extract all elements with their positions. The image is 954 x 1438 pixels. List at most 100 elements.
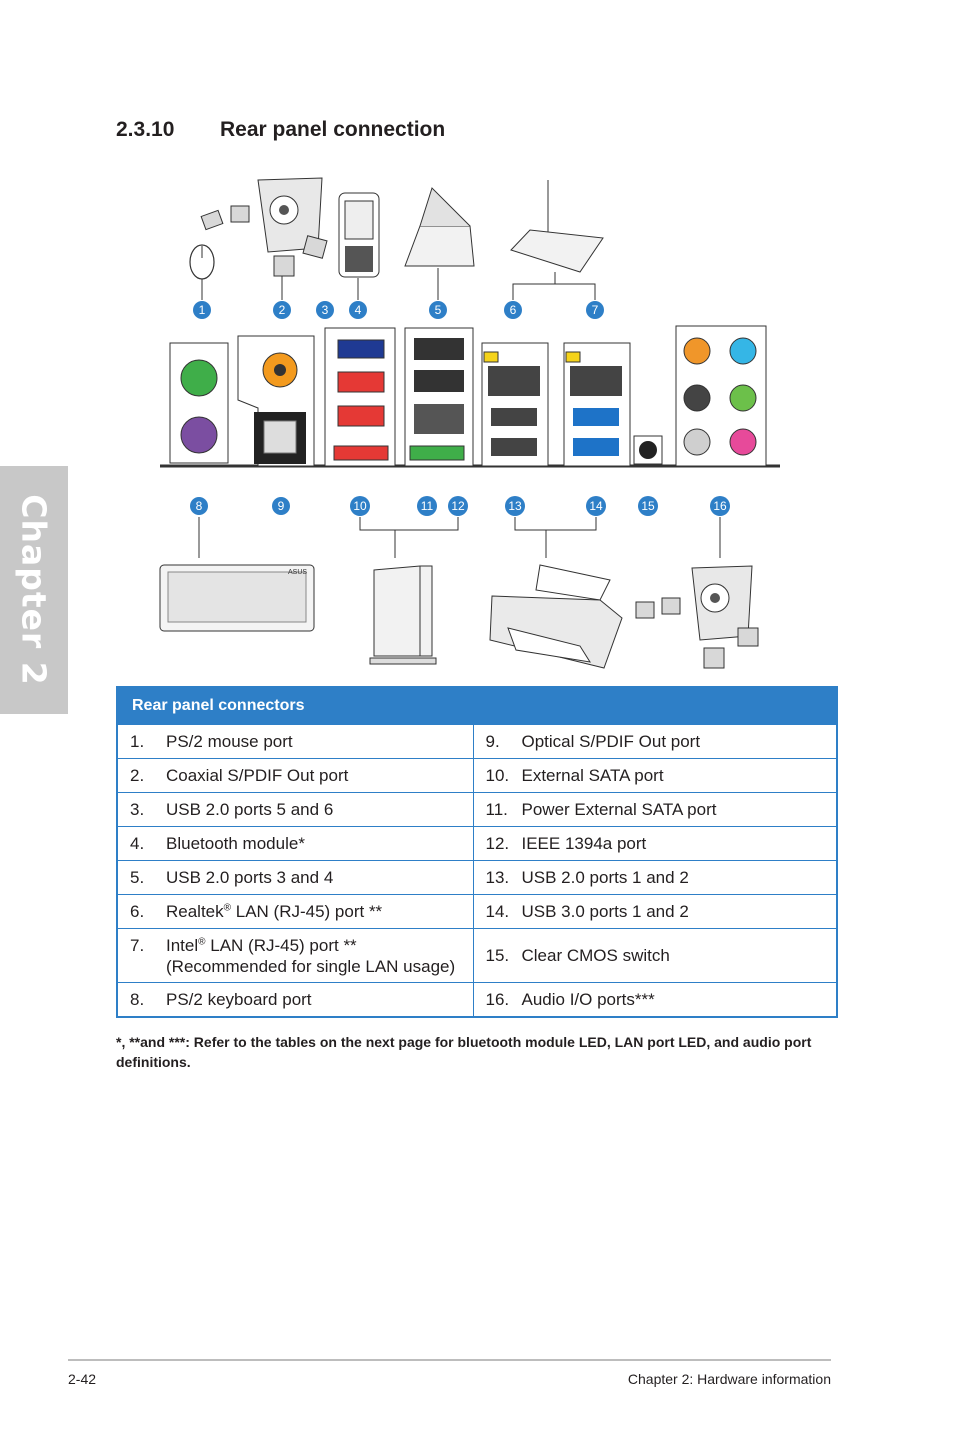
item-text: PS/2 keyboard port — [166, 990, 312, 1009]
item-text: USB 2.0 ports 3 and 4 — [166, 868, 334, 887]
table-cell: 8. PS/2 keyboard port — [116, 982, 474, 1018]
callout-6: 6 — [510, 303, 517, 317]
item-number: 16. — [485, 990, 510, 1009]
callout-15: 15 — [641, 499, 655, 513]
table-cell: 9. Optical S/PDIF Out port — [472, 724, 838, 759]
callout-12: 12 — [451, 499, 465, 513]
rear-panel-diagram: 1 2 3 4 5 6 7 — [159, 177, 780, 669]
phone-icon — [338, 192, 380, 300]
item-number: 7. — [130, 935, 145, 955]
keyboard-brand: ASUS — [288, 569, 307, 576]
item-text: Power External SATA port — [521, 800, 717, 819]
external-hdd-icon — [359, 517, 459, 665]
callout-2: 2 — [279, 303, 286, 317]
callout-1: 1 — [199, 303, 206, 317]
page-number: 2-42 — [68, 1371, 97, 1387]
item-number: 11. — [485, 800, 508, 819]
item-number: 3. — [130, 800, 145, 819]
table-row: 6. Realtek® LAN (RJ-45) port ** 14. USB 3.… — [116, 894, 838, 929]
item-number: 1. — [130, 732, 145, 751]
item-text: IEEE 1394a port — [521, 834, 647, 853]
table-cell: 1. PS/2 mouse port — [116, 724, 474, 759]
table-cell: 4. Bluetooth module* — [116, 826, 474, 861]
item-text: USB 2.0 ports 5 and 6 — [166, 800, 334, 819]
router-icon — [510, 180, 604, 300]
table-row: 3. USB 2.0 ports 5 and 6 11. Power Externa… — [116, 792, 838, 827]
item-number: 8. — [130, 990, 145, 1009]
callout-3: 3 — [322, 303, 329, 317]
callout-badges-bottom: 8 9 10 11 12 13 14 15 16 — [190, 496, 730, 516]
item-text: Optical S/PDIF Out port — [521, 732, 701, 751]
printer-icon — [489, 517, 623, 669]
item-text: Audio I/O ports*** — [521, 990, 655, 1009]
registered-mark: ® — [223, 902, 232, 914]
table-row: 7. Intel® LAN (RJ-45) port **(Recommended… — [116, 928, 838, 983]
table-cell: 5. USB 2.0 ports 3 and 4 — [116, 860, 474, 895]
callout-10: 10 — [353, 499, 367, 513]
table-header: Rear panel connectors — [117, 687, 837, 725]
table-cell: 14. USB 3.0 ports 1 and 2 — [472, 894, 838, 929]
callout-4: 4 — [355, 303, 362, 317]
item-text: Coaxial S/PDIF Out port — [166, 766, 349, 785]
section-number: 2.3.10 — [116, 118, 175, 141]
section-title: 2.3.10 Rear panel connection — [116, 118, 445, 142]
table-row: 4. Bluetooth module* 12. IEEE 1394a port — [116, 826, 838, 861]
chapter-tab-label: Chapter 2 — [14, 494, 54, 686]
speaker-bottom-icon — [635, 517, 759, 669]
table-row: 1. PS/2 mouse port 9. Optical S/PDIF Out p… — [116, 724, 838, 759]
item-number: 2. — [130, 766, 145, 785]
table-row: 8. PS/2 keyboard port 16. Audio I/O ports*… — [116, 982, 838, 1018]
table-cell: 6. Realtek® LAN (RJ-45) port ** — [116, 894, 474, 929]
section-heading: Rear panel connection — [220, 118, 446, 141]
item-number: 5. — [130, 868, 145, 887]
item-number: 12. — [485, 834, 510, 853]
item-note: (Recommended for single LAN usage) — [166, 956, 456, 976]
io-panel — [160, 325, 780, 468]
item-number: 15. — [485, 946, 510, 965]
table-cell: 12. IEEE 1394a port — [472, 826, 838, 861]
table-row: 5. USB 2.0 ports 3 and 4 13. USB 2.0 ports… — [116, 860, 838, 895]
item-text: USB 3.0 ports 1 and 2 — [521, 902, 689, 921]
item-number: 14. — [485, 902, 510, 921]
footer-divider — [68, 1359, 831, 1361]
chapter-tab: Chapter 2 — [0, 466, 68, 714]
item-number: 9. — [485, 732, 500, 751]
callout-16: 16 — [713, 499, 727, 513]
rear-panel-connectors-table: Rear panel connectors 1. PS/2 mouse port … — [116, 686, 838, 1018]
item-text: External SATA port — [521, 766, 664, 785]
item-text: Bluetooth module* — [166, 834, 305, 853]
callout-5: 5 — [435, 303, 442, 317]
footer-chapter-info: Chapter 2: Hardware information — [627, 1371, 831, 1387]
item-number: 6. — [130, 902, 145, 921]
mouse-icon — [189, 244, 215, 300]
callout-13: 13 — [508, 499, 522, 513]
callout-14: 14 — [589, 499, 603, 513]
item-number: 13. — [485, 868, 510, 887]
callout-badges-top: 1 2 3 4 5 6 7 — [193, 301, 604, 319]
callout-7: 7 — [592, 303, 599, 317]
table-cell: 7. Intel® LAN (RJ-45) port **(Recommended… — [116, 928, 474, 983]
item-text: Clear CMOS switch — [521, 946, 670, 965]
speaker-icon — [200, 177, 328, 300]
item-text: PS/2 mouse port — [166, 732, 293, 751]
item-text: USB 2.0 ports 1 and 2 — [521, 868, 689, 887]
table-cell: 11. Power External SATA port — [472, 792, 838, 827]
item-text: LAN (RJ-45) port ** — [205, 935, 357, 955]
item-text-brand: Intel — [166, 935, 199, 955]
item-number: 4. — [130, 834, 145, 853]
registered-mark: ® — [198, 935, 206, 947]
footnote: *, **and ***: Refer to the tables on the… — [116, 1034, 812, 1070]
keyboard-icon: ASUS — [159, 517, 315, 632]
table-cell: 13. USB 2.0 ports 1 and 2 — [472, 860, 838, 895]
item-number: 10. — [485, 766, 510, 785]
table-cell: 16. Audio I/O ports*** — [472, 982, 838, 1018]
callout-9: 9 — [278, 499, 285, 513]
callout-11: 11 — [421, 499, 434, 513]
table-cell: 10. External SATA port — [472, 758, 838, 793]
item-text: LAN (RJ-45) port ** — [231, 902, 383, 921]
table-cell: 2. Coaxial S/PDIF Out port — [116, 758, 474, 793]
item-text-brand: Realtek — [166, 902, 224, 921]
table-cell: 15. Clear CMOS switch — [472, 928, 838, 983]
table-cell: 3. USB 2.0 ports 5 and 6 — [116, 792, 474, 827]
external-drive-icon — [404, 187, 475, 300]
